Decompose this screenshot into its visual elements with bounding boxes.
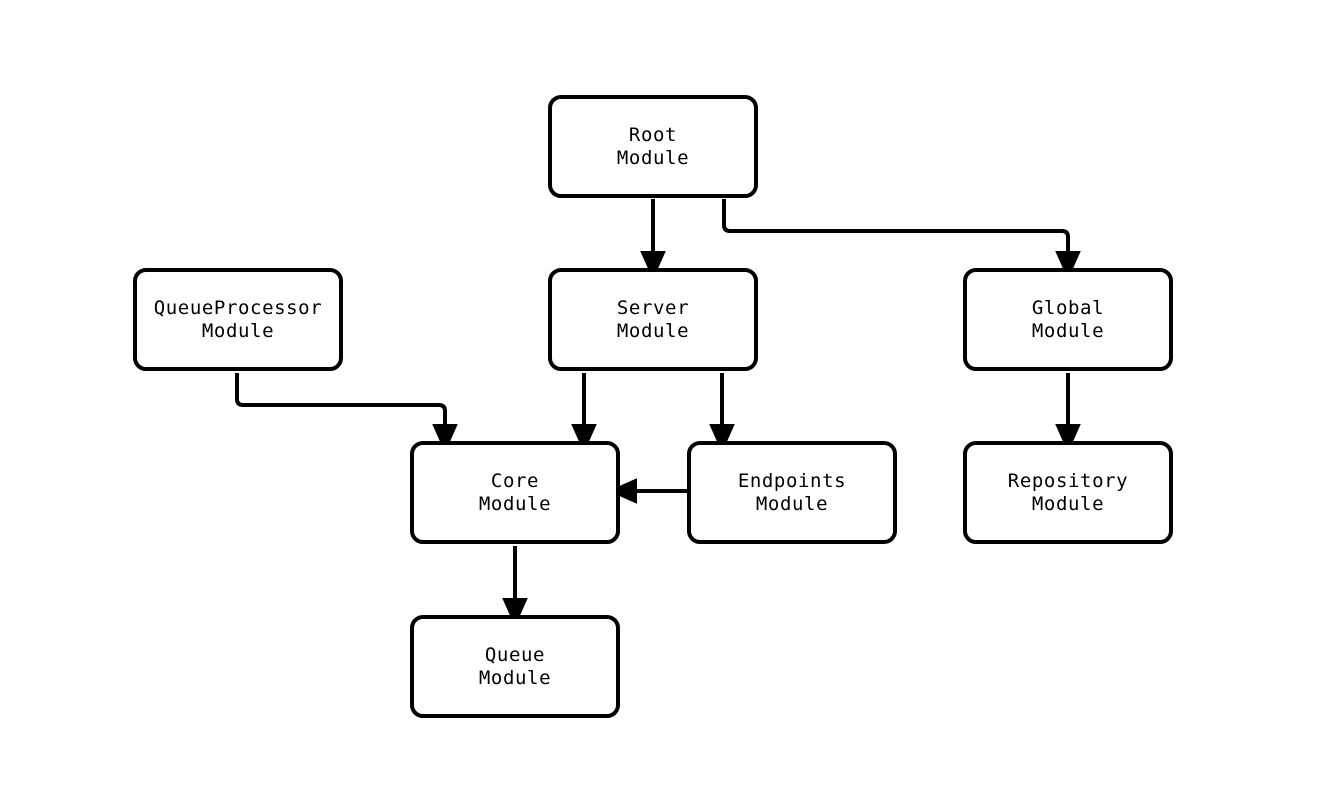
edge-root-to-global: [722, 199, 1081, 280]
node-server-module-name: Server: [616, 296, 690, 319]
node-queue-module[interactable]: Queue Module: [410, 615, 620, 718]
node-root-module-suffix: Module: [616, 146, 690, 169]
node-global-module[interactable]: Global Module: [963, 268, 1173, 371]
node-queue-module-name: Queue: [484, 643, 546, 666]
node-server-module-suffix: Module: [616, 319, 690, 342]
node-repository-module[interactable]: Repository Module: [963, 441, 1173, 544]
node-queueprocessor-module-name: QueueProcessor: [153, 296, 323, 319]
node-server-module[interactable]: Server Module: [548, 268, 758, 371]
node-queueprocessor-module[interactable]: QueueProcessor Module: [133, 268, 343, 371]
node-core-module[interactable]: Core Module: [410, 441, 620, 544]
node-endpoints-module[interactable]: Endpoints Module: [687, 441, 897, 544]
edge-queueprocessor-to-core: [235, 373, 458, 453]
node-repository-module-name: Repository: [1007, 469, 1129, 492]
node-core-module-suffix: Module: [478, 492, 552, 515]
node-endpoints-module-suffix: Module: [755, 492, 829, 515]
node-repository-module-suffix: Module: [1031, 492, 1105, 515]
node-root-module-name: Root: [628, 123, 678, 146]
node-root-module[interactable]: Root Module: [548, 95, 758, 198]
node-global-module-name: Global: [1031, 296, 1105, 319]
node-queue-module-suffix: Module: [478, 666, 552, 689]
node-global-module-suffix: Module: [1031, 319, 1105, 342]
node-core-module-name: Core: [490, 469, 540, 492]
node-endpoints-module-name: Endpoints: [737, 469, 847, 492]
node-queueprocessor-module-suffix: Module: [201, 319, 275, 342]
